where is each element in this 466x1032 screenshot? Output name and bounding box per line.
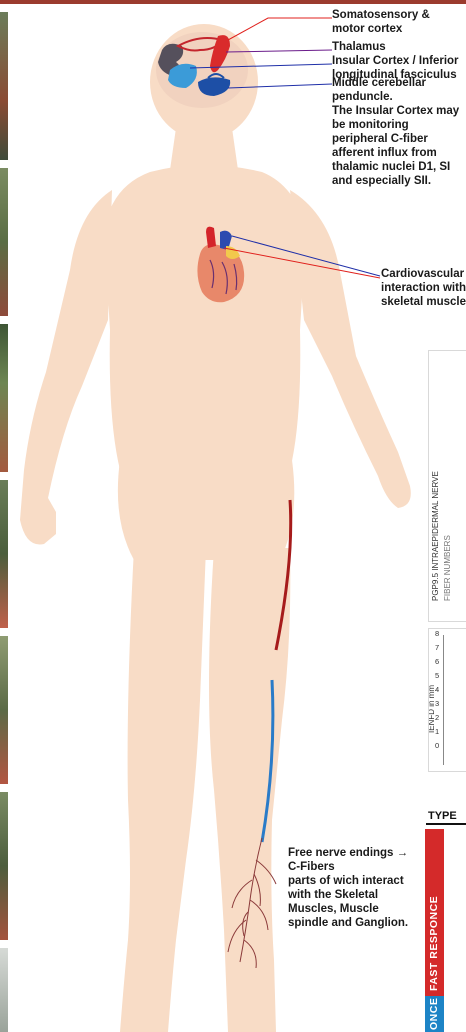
y-tick: 1 bbox=[435, 727, 439, 736]
y-tick: 5 bbox=[435, 671, 439, 680]
brain-diagram bbox=[156, 32, 248, 108]
slow-response-band: ONCE bbox=[425, 996, 444, 1032]
types-heading: TYPE bbox=[428, 810, 457, 822]
y-tick: 2 bbox=[435, 713, 439, 722]
pgp-axis-label-2: FIBER NUMBERS bbox=[443, 535, 452, 601]
somatosensory-cortex-label: Somatosensory & motor cortex bbox=[332, 8, 466, 36]
types-text-fragment bbox=[446, 832, 450, 850]
y-tick: 0 bbox=[435, 741, 439, 750]
pgp-axis-label: PGP9.5 INTRAEPIDERMAL NERVE bbox=[431, 471, 440, 601]
fast-response-label: FAST RESPONCE bbox=[428, 896, 440, 991]
cardiovascular-label: Cardiovascular interaction with skeletal… bbox=[381, 267, 466, 309]
fast-response-band: FAST RESPONCE bbox=[425, 829, 444, 1002]
y-tick: 3 bbox=[435, 699, 439, 708]
y-tick: 7 bbox=[435, 643, 439, 652]
y-tick: 8 bbox=[435, 629, 439, 638]
y-tick: 6 bbox=[435, 657, 439, 666]
y-tick: 4 bbox=[435, 685, 439, 694]
nerve-endings-label: Free nerve endings → C-Fibers parts of w… bbox=[288, 846, 428, 930]
arrow-right-icon: → bbox=[397, 847, 409, 859]
insular-cortex-note: The Insular Cortex may be monitoring per… bbox=[332, 104, 466, 188]
ienfd-y-axis bbox=[443, 635, 444, 765]
thalamus-label: Thalamus bbox=[332, 40, 386, 54]
types-divider bbox=[426, 823, 466, 825]
ienfd-chart-panel: IENFD in mm 8 7 6 5 4 3 2 1 0 bbox=[428, 628, 466, 772]
cerebellar-penduncle-label: Middle cerebellar penduncle. bbox=[332, 76, 466, 104]
slow-response-label: ONCE bbox=[428, 998, 440, 1030]
pgp-chart-panel: PGP9.5 INTRAEPIDERMAL NERVE FIBER NUMBER… bbox=[428, 350, 466, 622]
